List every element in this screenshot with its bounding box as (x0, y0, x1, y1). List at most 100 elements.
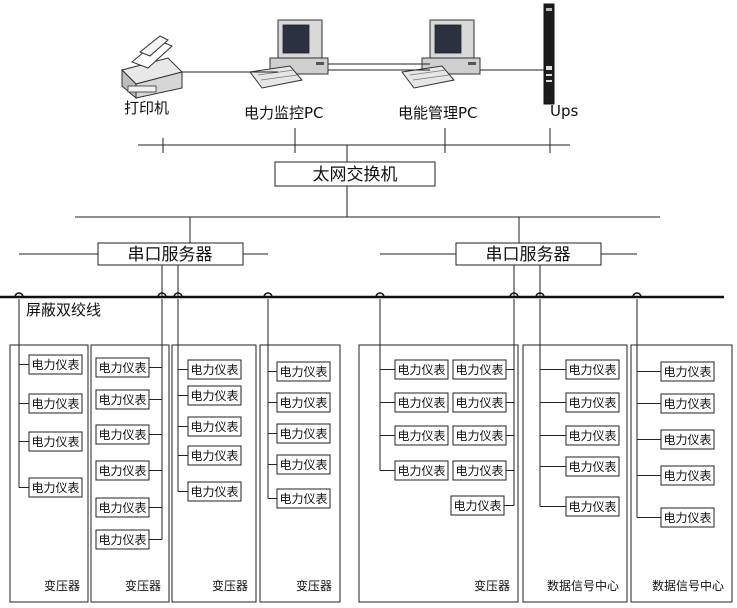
power-meter-label: 电力仪表 (455, 464, 503, 478)
power-meter (394, 392, 449, 413)
power-meter (565, 425, 620, 446)
bus-tap (263, 292, 273, 298)
power-meter (95, 424, 150, 445)
power-meter-label: 电力仪表 (663, 365, 711, 379)
power-meter (276, 392, 331, 413)
power-meter-label: 电力仪表 (279, 458, 327, 472)
power-meter (660, 361, 715, 382)
power-meter (28, 354, 83, 375)
power-meter (187, 445, 242, 466)
power-meter-label: 电力仪表 (663, 397, 711, 411)
ups-icon (543, 3, 555, 105)
power-meter (28, 477, 83, 498)
power-meter-label: 电力仪表 (455, 396, 503, 410)
bus-tap (173, 292, 183, 298)
power-meter (394, 359, 449, 380)
power-meter (187, 481, 242, 502)
power-meter (660, 465, 715, 486)
power-meter-label: 电力仪表 (568, 500, 616, 514)
power-meter-label: 电力仪表 (31, 358, 79, 372)
power-meter (394, 460, 449, 481)
power-meter-label: 电力仪表 (663, 433, 711, 447)
power-meter-label: 电力仪表 (279, 492, 327, 506)
power-meter-label: 电力仪表 (453, 499, 501, 513)
cabinet-label: 变压器 (212, 578, 248, 593)
power-meter-label: 电力仪表 (190, 363, 238, 377)
switch-label: 太网交换机 (313, 165, 398, 185)
power-meter (95, 389, 150, 410)
power-meter (276, 488, 331, 509)
power-meter-label: 电力仪表 (190, 389, 238, 403)
power-meter (452, 425, 507, 446)
power-meter (276, 454, 331, 475)
power-meter-label: 电力仪表 (279, 427, 327, 441)
power-meter-label: 电力仪表 (98, 464, 146, 478)
printer-label: 打印机 (124, 99, 169, 117)
bus-tap (157, 292, 167, 298)
power-meter-label: 电力仪表 (98, 533, 146, 547)
power-meter (95, 529, 150, 550)
cabinet-label: 变压器 (125, 578, 161, 593)
power-meter (28, 393, 83, 414)
power-meter-label: 电力仪表 (663, 469, 711, 483)
power-meter (660, 507, 715, 528)
cabinet-label: 变压器 (296, 578, 332, 593)
ups-label: Ups (550, 102, 579, 120)
power-meter (187, 385, 242, 406)
power-meter-label: 电力仪表 (568, 396, 616, 410)
power-meter (95, 357, 150, 378)
power-meter-label: 电力仪表 (397, 396, 445, 410)
cabinet-label: 数据信号中心 (652, 578, 724, 593)
power-meter-label: 电力仪表 (98, 361, 146, 375)
power-meter (394, 425, 449, 446)
power-meter (565, 456, 620, 477)
power-meter-label: 电力仪表 (98, 428, 146, 442)
power-meter (450, 495, 505, 516)
power-meter (28, 431, 83, 452)
power-meter (565, 359, 620, 380)
cabinet-frame (9, 344, 89, 603)
power-meter (276, 423, 331, 444)
power-meter (660, 393, 715, 414)
serial-server-left-label: 串口服务器 (128, 245, 213, 265)
computer-icon (249, 19, 329, 89)
power-meter-label: 电力仪表 (397, 363, 445, 377)
power-meter-label: 电力仪表 (190, 485, 238, 499)
power-meter (276, 361, 331, 382)
ethernet-switch (274, 161, 436, 187)
monitor-pc-label: 电力监控PC (244, 104, 324, 122)
computer-icon (401, 19, 481, 89)
power-meter (187, 416, 242, 437)
power-meter-label: 电力仪表 (31, 435, 79, 449)
power-meter (95, 460, 150, 481)
power-meter-label: 电力仪表 (568, 460, 616, 474)
power-meter-label: 电力仪表 (455, 429, 503, 443)
power-meter-label: 电力仪表 (279, 365, 327, 379)
cabinet-label: 变压器 (44, 578, 80, 593)
bus-tap (509, 292, 519, 298)
printer-icon (121, 35, 183, 100)
cable-label: 屏蔽双绞线 (26, 301, 101, 319)
bus-tap (375, 292, 385, 298)
power-meter (565, 392, 620, 413)
power-meter-label: 电力仪表 (663, 511, 711, 525)
cabinet-label: 变压器 (474, 578, 510, 593)
power-meter-label: 电力仪表 (190, 420, 238, 434)
server-fanout-left (19, 253, 268, 297)
cabinet-frame (171, 344, 257, 603)
power-meter-label: 电力仪表 (397, 464, 445, 478)
power-meter (452, 359, 507, 380)
power-meter (660, 429, 715, 450)
power-meter-label: 电力仪表 (455, 363, 503, 377)
power-meter-label: 电力仪表 (190, 449, 238, 463)
cabinets: 电力仪表电力仪表电力仪表电力仪表变压器电力仪表电力仪表电力仪表电力仪表电力仪表电… (9, 292, 733, 603)
energy-pc-label: 电能管理PC (398, 104, 478, 122)
power-meter (565, 496, 620, 517)
cabinet-label: 数据信号中心 (547, 578, 619, 593)
power-meter-label: 电力仪表 (31, 481, 79, 495)
